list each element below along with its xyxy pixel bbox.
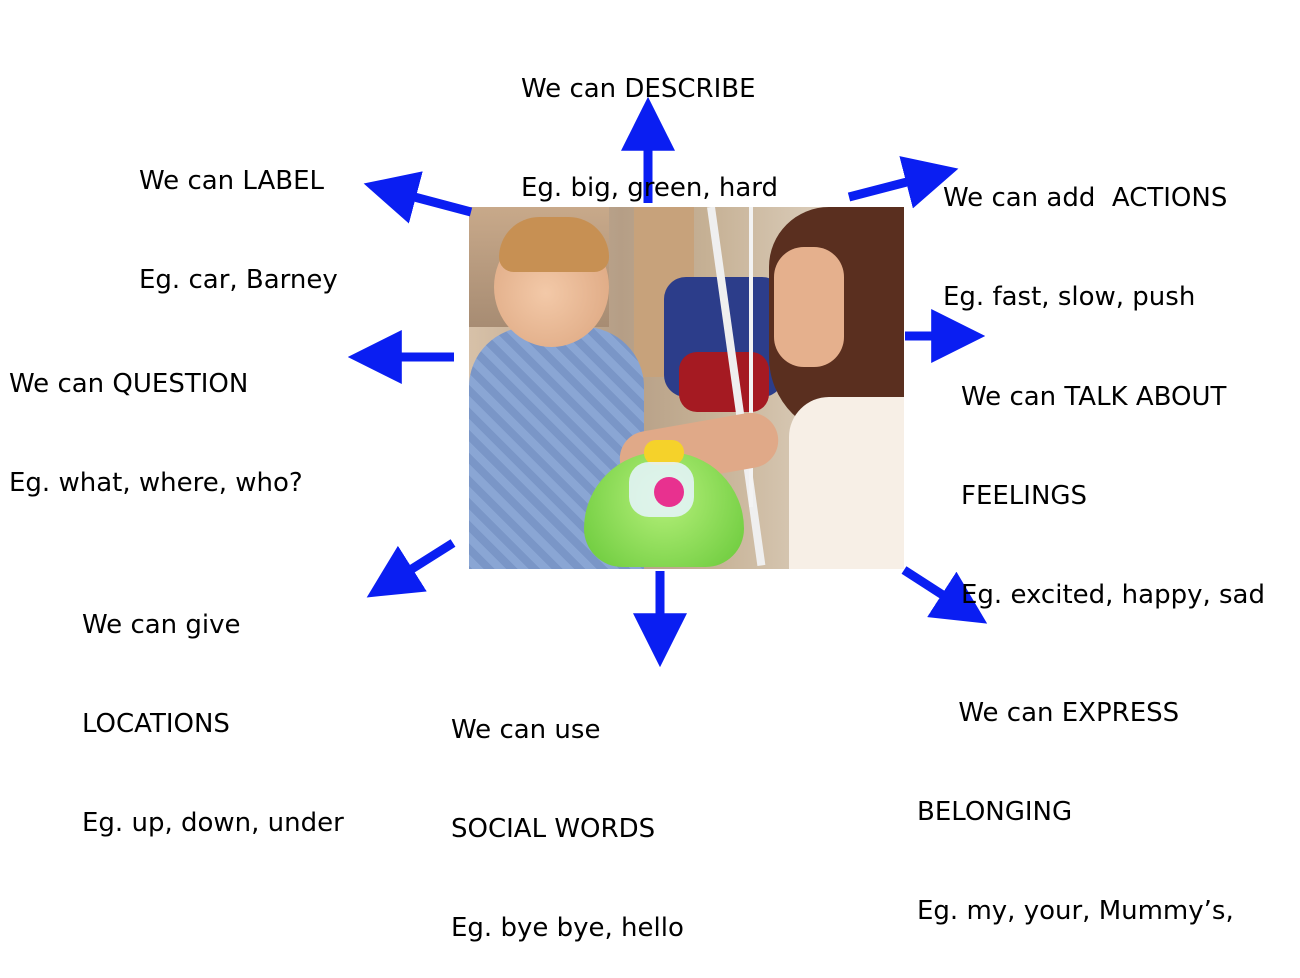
label-describe-line1: We can DESCRIBE: [521, 74, 756, 104]
label-actions-line1: We can add ACTIONS: [943, 183, 1228, 213]
arrow-locations: [366, 539, 456, 598]
label-describe: We can DESCRIBE Eg. big, green, hard: [521, 7, 778, 238]
label-label: We can LABEL Eg. car, Barney: [139, 99, 338, 330]
label-question-line1: We can QUESTION: [9, 369, 249, 399]
label-belonging-line1: We can EXPRESS: [917, 698, 1180, 728]
label-question: We can QUESTION Eg. what, where, who?: [9, 302, 303, 533]
arrow-label: [363, 171, 473, 224]
photo-toy-pink: [654, 477, 684, 507]
label-question-line2: Eg. what, where, who?: [9, 468, 303, 498]
label-social: We can use SOCIAL WORDS Eg. bye bye, hel…: [451, 648, 684, 978]
photo-toy-yellow: [644, 440, 684, 465]
photo-toy-car: [584, 440, 744, 567]
label-belonging: We can EXPRESS BELONGING Eg. my, your, M…: [917, 631, 1234, 961]
label-belonging-line2: BELONGING: [917, 797, 1073, 827]
label-label-line1: We can LABEL: [139, 166, 325, 196]
label-feelings-line3: Eg. excited, happy, sad: [961, 580, 1265, 610]
arrows-layer: [347, 96, 988, 668]
label-actions: We can add ACTIONS Eg. fast, slow, push: [943, 116, 1227, 347]
label-feelings-line2: FEELINGS: [961, 481, 1088, 511]
label-describe-line2: Eg. big, green, hard: [521, 173, 778, 203]
label-locations: We can give LOCATIONS Eg. up, down, unde…: [82, 543, 344, 873]
label-social-line2: SOCIAL WORDS: [451, 814, 656, 844]
label-label-line2: Eg. car, Barney: [139, 265, 338, 295]
label-social-line1: We can use: [451, 715, 601, 745]
label-actions-line2: Eg. fast, slow, push: [943, 282, 1196, 312]
center-photo: [469, 207, 904, 569]
label-locations-line3: Eg. up, down, under: [82, 808, 344, 838]
arrow-belonging: [901, 566, 988, 624]
photo-adult-top: [789, 397, 904, 569]
label-feelings: We can TALK ABOUT FEELINGS Eg. excited, …: [961, 315, 1265, 645]
label-feelings-line1: We can TALK ABOUT: [961, 382, 1227, 412]
photo-red-cushion: [679, 352, 769, 412]
photo-pole-thin: [749, 207, 753, 507]
photo-adult: [759, 207, 904, 569]
photo-child-hair: [499, 217, 609, 272]
label-belonging-line3: Eg. my, your, Mummy’s,: [917, 896, 1234, 926]
label-social-line3: Eg. bye bye, hello: [451, 913, 684, 943]
arrow-actions: [847, 156, 959, 209]
label-locations-line1: We can give: [82, 610, 241, 640]
label-locations-line2: LOCATIONS: [82, 709, 230, 739]
photo-adult-face: [774, 247, 844, 367]
